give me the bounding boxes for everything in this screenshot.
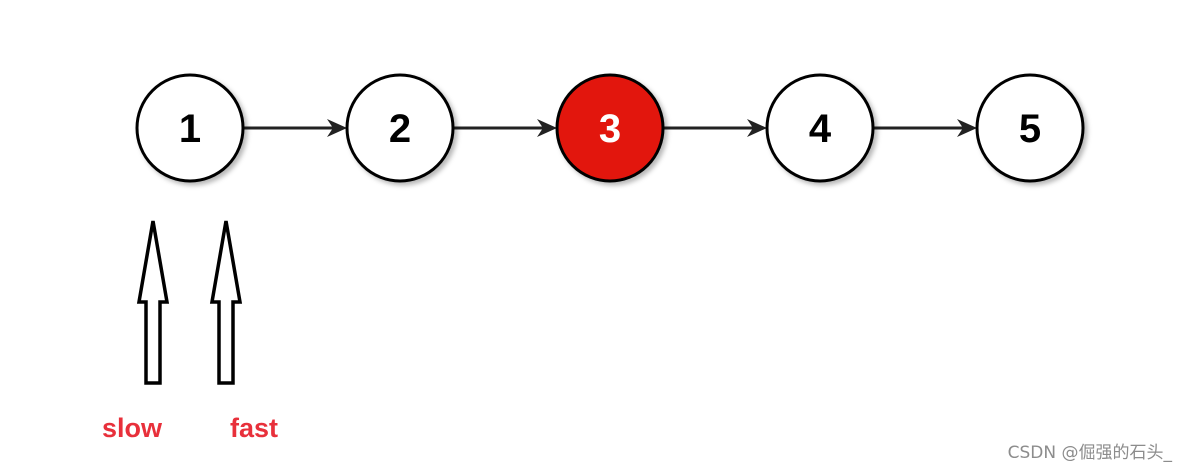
slow-pointer-label: slow bbox=[102, 413, 163, 443]
watermark: CSDN @倔强的石头_ bbox=[1008, 443, 1173, 463]
node-label: 4 bbox=[809, 107, 832, 151]
node-circle bbox=[555, 73, 665, 183]
list-node: 5 bbox=[975, 73, 1085, 183]
node-label: 2 bbox=[389, 107, 411, 151]
list-node: 4 bbox=[765, 73, 875, 183]
edge-arrow bbox=[243, 119, 347, 137]
node-label: 5 bbox=[1019, 107, 1041, 151]
node-label: 3 bbox=[599, 107, 621, 151]
node-circle bbox=[975, 73, 1085, 183]
list-node-highlighted: 3 bbox=[555, 73, 665, 183]
fast-pointer-label: fast bbox=[230, 413, 278, 443]
node-label: 1 bbox=[179, 107, 201, 151]
node-circle bbox=[345, 73, 455, 183]
node-circle bbox=[765, 73, 875, 183]
edge-arrow bbox=[873, 119, 977, 137]
slow-pointer-arrow bbox=[136, 220, 170, 385]
edge-arrow bbox=[453, 119, 557, 137]
list-node: 2 bbox=[345, 73, 455, 183]
list-node: 1 bbox=[135, 73, 245, 183]
fast-pointer-arrow bbox=[209, 220, 243, 385]
edge-arrow bbox=[663, 119, 767, 137]
node-circle bbox=[135, 73, 245, 183]
